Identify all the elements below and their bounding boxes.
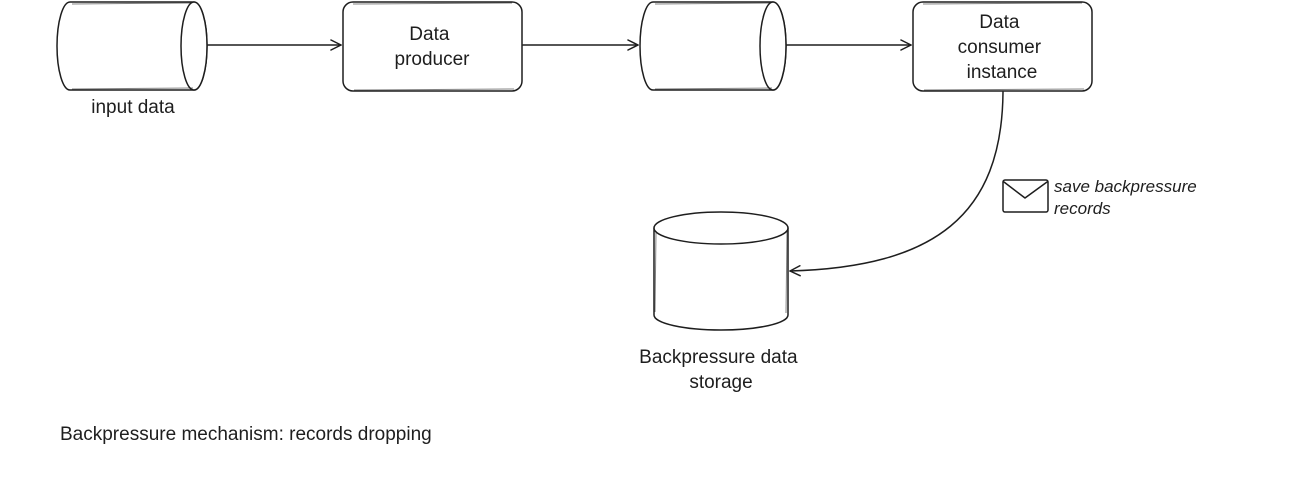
input-data-label: input data <box>91 97 175 118</box>
data-consumer-label: Data consumer instance <box>958 12 1047 83</box>
save-backpressure-records-line-1: save backpressure <box>1054 177 1197 196</box>
input-data-node: input data <box>56 1 208 118</box>
data-consumer-node: Data consumer instance <box>912 1 1093 92</box>
backpressure-storage-node: Backpressure data storage <box>639 211 803 393</box>
data-producer-label-line-1: Data <box>409 24 450 45</box>
backpressure-storage-label-line-2: storage <box>689 372 752 393</box>
diagram-caption: Backpressure mechanism: records dropping <box>60 424 432 445</box>
data-producer-node: Data producer <box>342 1 523 92</box>
data-consumer-label-line-2: consumer <box>958 37 1042 58</box>
backpressure-storage-label: Backpressure data storage <box>639 347 803 393</box>
save-backpressure-records-line-2: records <box>1054 199 1111 218</box>
backpressure-storage-label-line-1: Backpressure data <box>639 347 798 368</box>
data-producer-label: Data producer <box>395 24 471 70</box>
data-consumer-label-line-1: Data <box>979 12 1020 33</box>
edge-consumer-to-storage <box>789 91 1004 277</box>
save-backpressure-records-label: save backpressure records <box>1054 177 1201 218</box>
data-producer-label-line-2: producer <box>395 49 471 70</box>
envelope-icon <box>1002 179 1049 213</box>
middle-queue-node <box>639 1 787 91</box>
data-consumer-label-line-3: instance <box>967 62 1038 83</box>
